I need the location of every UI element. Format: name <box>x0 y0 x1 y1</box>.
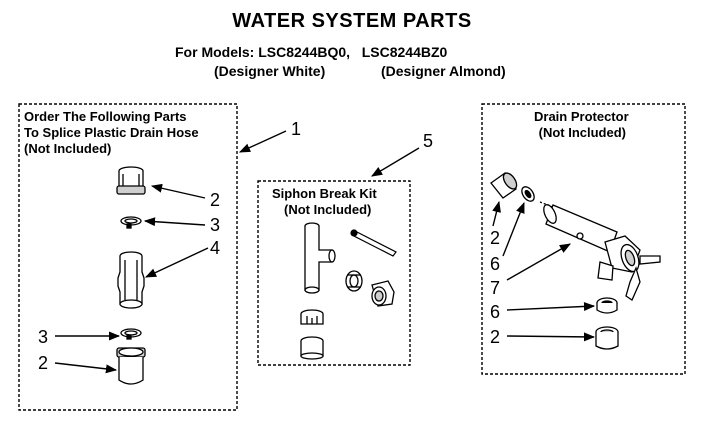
coupling-bottom <box>116 347 146 385</box>
drain-protector-body <box>539 201 661 301</box>
callout-left-3-top: 3 <box>210 215 220 235</box>
middle-box-border <box>257 180 411 366</box>
right-box-heading: Drain Protector (Not Included) <box>534 109 629 141</box>
page-title: WATER SYSTEM PARTS <box>232 10 472 32</box>
drain-washer-bottom <box>596 297 618 314</box>
drain-cap-bottom <box>595 326 619 350</box>
callout-1: 1 <box>291 119 301 139</box>
siphon-tee <box>304 222 336 294</box>
left-box-heading: Order The Following Parts To Splice Plas… <box>24 109 199 157</box>
splice-connector <box>117 251 145 309</box>
middle-box-heading: Siphon Break Kit (Not Included) <box>272 186 377 218</box>
middle-box-line1: Siphon Break Kit <box>272 186 377 201</box>
callout-left-3-bottom: 3 <box>38 327 48 347</box>
left-box-line1: Order The Following Parts <box>24 109 187 124</box>
left-box-line3: (Not Included) <box>24 141 112 156</box>
callout-right-6-bottom: 6 <box>490 302 500 322</box>
callout-right-2-top: 2 <box>490 228 500 248</box>
clamp-ring-top <box>120 216 142 229</box>
middle-box-line2: (Not Included) <box>284 202 372 217</box>
callout-left-4: 4 <box>210 238 220 258</box>
callout-right-7: 7 <box>490 278 500 298</box>
callout-right-2-bottom: 2 <box>490 327 500 347</box>
clamp-ring-bottom <box>120 328 142 340</box>
left-box-border <box>18 103 238 411</box>
callout-right-6-top: 6 <box>490 254 500 274</box>
right-box-line2: (Not Included) <box>538 125 627 140</box>
drain-cap-top <box>490 172 518 199</box>
siphon-pin <box>350 229 397 257</box>
models-line: For Models: LSC8244BQ0, LSC8244BZ0 <box>175 44 448 60</box>
drain-washer-top <box>521 186 535 202</box>
right-box-border <box>481 103 686 375</box>
callout-5: 5 <box>423 131 433 151</box>
siphon-ring <box>300 309 324 325</box>
coupling-top <box>116 166 146 195</box>
variant-white: (Designer White) <box>214 63 326 79</box>
left-box-line2: To Splice Plastic Drain Hose <box>24 125 199 140</box>
callout-left-2-top: 2 <box>210 190 220 210</box>
siphon-coupling <box>300 336 324 360</box>
right-box-line1: Drain Protector <box>534 109 629 124</box>
variant-almond: (Designer Almond) <box>381 63 506 79</box>
siphon-cap <box>371 280 395 307</box>
callout-left-2-bottom: 2 <box>38 353 48 373</box>
siphon-nut <box>345 270 363 292</box>
